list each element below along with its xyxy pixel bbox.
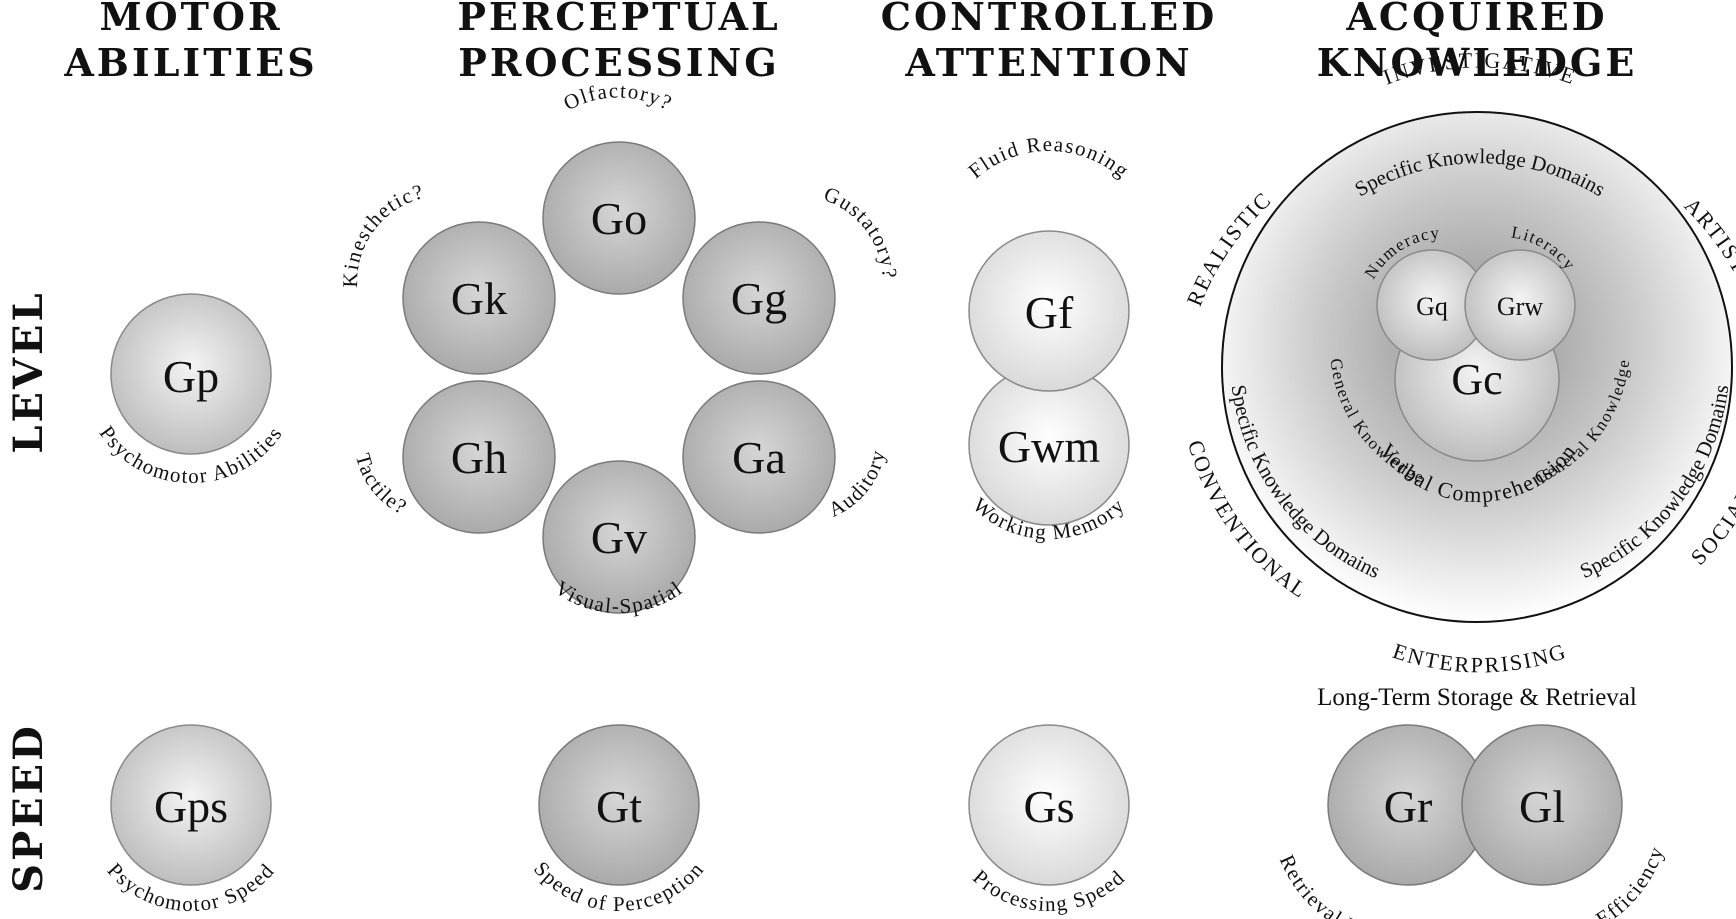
gh-circle — [402, 380, 556, 534]
gwm-symbol: Gwm — [998, 421, 1100, 472]
gl-symbol: Gl — [1519, 781, 1565, 832]
node-gr: Gr Retrieval Fluency — [1275, 724, 1489, 919]
gk-circle — [402, 221, 556, 375]
node-gps: Gps Psychomotor Speed — [103, 724, 278, 916]
gf-symbol: Gf — [1025, 287, 1074, 338]
gv-symbol: Gv — [591, 512, 647, 563]
gs-circle — [968, 724, 1130, 886]
gs-symbol: Gs — [1023, 781, 1074, 832]
header-knowledge-line1: Acquired — [1345, 0, 1607, 39]
gps-symbol: Gps — [154, 781, 228, 832]
gh-symbol: Gh — [451, 432, 507, 483]
column-header-knowledge: Acquired Knowledge — [1317, 0, 1638, 85]
gg-symbol: Gg — [731, 273, 787, 324]
ga-symbol: Ga — [732, 432, 786, 483]
riasec-enterprising: Enterprising — [1390, 638, 1570, 678]
node-gt: Gt Speed of Perception — [529, 724, 707, 916]
gg-circle — [682, 221, 836, 375]
gv-circle — [542, 460, 696, 614]
ltsr-label: Long-Term Storage & Retrieval — [1317, 684, 1637, 711]
gg-label: Gustatory? — [821, 182, 902, 281]
gp-circle — [110, 293, 272, 455]
column-header-controlled: Controlled Attention — [881, 0, 1217, 85]
go-symbol: Go — [591, 193, 647, 244]
grw-symbol: Grw — [1497, 292, 1543, 321]
header-perceptual-line1: Perceptual — [457, 0, 780, 39]
header-controlled-line2: Attention — [904, 40, 1192, 85]
node-go: Go Olfactory? — [542, 78, 696, 295]
node-gf: Gf Fluid Reasoning — [964, 132, 1135, 392]
column-header-perceptual: Perceptual Processing — [457, 0, 780, 85]
node-gv: Gv Visual-Spatial — [542, 460, 696, 618]
header-perceptual-line2: Processing — [458, 40, 779, 85]
node-gwm: Gwm Working Memory — [968, 364, 1130, 544]
header-knowledge-line2: Knowledge — [1317, 40, 1638, 85]
node-gk: Gk Kinesthetic? — [338, 179, 556, 375]
node-gl: Gl Learning Efficiency — [1461, 724, 1667, 919]
gk-symbol: Gk — [451, 273, 507, 324]
header-motor-line2: Abilities — [63, 40, 317, 85]
header-motor-line1: Motor — [99, 0, 282, 39]
gps-circle — [110, 724, 272, 886]
gl-circle — [1461, 724, 1623, 886]
node-gp: Gp Psychomotor Abilities — [95, 293, 286, 488]
grw-circle — [1464, 249, 1576, 361]
gc-symbol: Gc — [1451, 355, 1502, 404]
go-circle — [542, 141, 696, 295]
node-ga: Ga Auditory — [682, 380, 889, 534]
gf-circle — [968, 230, 1130, 392]
gr-symbol: Gr — [1384, 781, 1433, 832]
gt-symbol: Gt — [596, 781, 642, 832]
ga-circle — [682, 380, 836, 534]
gp-symbol: Gp — [163, 351, 219, 402]
node-gg: Gg Gustatory? — [682, 182, 902, 375]
row-header-level: Level — [5, 290, 52, 453]
column-header-motor: Motor Abilities — [63, 0, 317, 85]
node-gh: Gh Tactile? — [351, 380, 556, 534]
gt-circle — [538, 724, 700, 886]
gq-symbol: Gq — [1416, 292, 1448, 321]
node-gs: Gs Processing Speed — [968, 724, 1130, 916]
header-controlled-line1: Controlled — [881, 0, 1217, 39]
row-header-speed: Speed — [5, 723, 52, 893]
gf-label: Fluid Reasoning — [964, 132, 1135, 183]
